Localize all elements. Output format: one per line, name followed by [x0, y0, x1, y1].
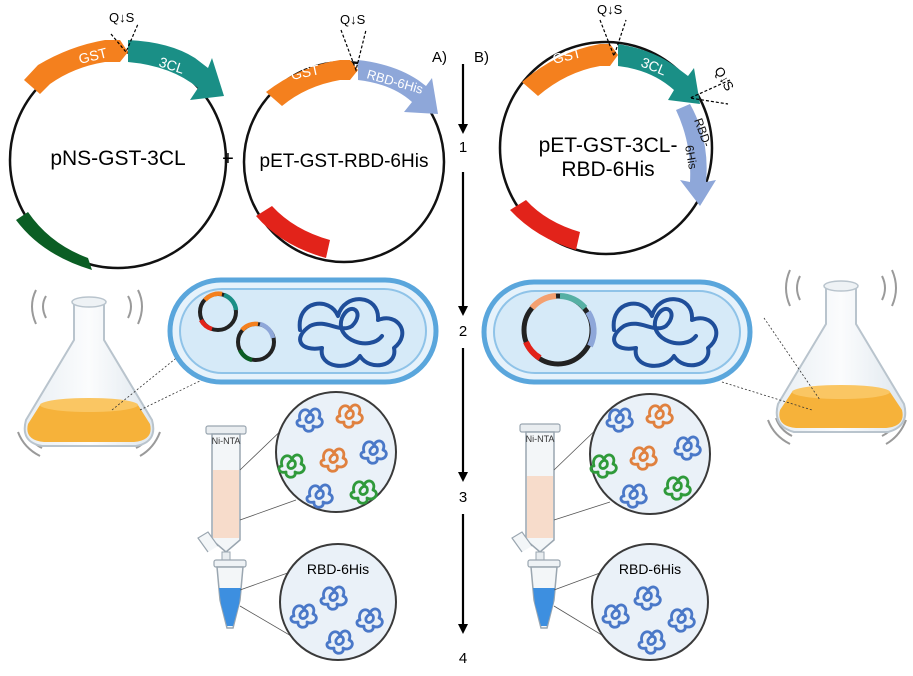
plasmid-pet-gst-rbd-6his: GST RBD-6His Q↓S pET-GST-RBD-6His [242, 12, 446, 264]
shake-motion-lines [785, 269, 897, 307]
mini-plasmid-combined [521, 293, 597, 367]
marker-segment [510, 200, 580, 250]
mini-plasmid-1 [198, 291, 239, 332]
flask-broth-surface [40, 398, 138, 412]
cl3-segment [618, 44, 700, 104]
plasmid-name: pET-GST-RBD-6His [260, 151, 429, 172]
marker-segment [256, 206, 330, 258]
flask-mouth [71, 296, 107, 308]
cleavage-site-label: Q↓S [109, 10, 135, 25]
timeline-arrow-2 [458, 306, 468, 316]
tube-liquid [533, 588, 555, 626]
mini-plasmid-2 [236, 321, 276, 363]
tube-rim [527, 559, 561, 568]
purified-protein-a: RBD-6His [279, 543, 397, 661]
cleavage-site-label-1: Q↓S [597, 2, 623, 17]
marker-segment [16, 212, 92, 270]
cl3-segment [128, 40, 224, 100]
step-label-2: 2 [459, 323, 467, 340]
flask-left [17, 289, 161, 457]
column-cap [205, 425, 247, 435]
column-resin [527, 476, 553, 538]
step-label-4: 4 [459, 650, 467, 667]
tube-lid [197, 531, 219, 553]
purified-protein-b: RBD-6His [591, 543, 709, 661]
step-label-1: 1 [459, 139, 467, 156]
purified-protein-label: RBD-6His [619, 561, 681, 577]
bacterial-cell-b [481, 279, 753, 385]
shake-motion-lines [31, 289, 143, 325]
flask-right [767, 269, 907, 445]
plasmid-pet-gst-3cl-rbd-6his: GST 3CL RBD- 6His Q↓S Q↓S pET-GST-3CL- R… [498, 2, 737, 256]
flask-broth [27, 405, 151, 442]
process-timeline: 1 2 3 4 A) B) [432, 49, 489, 667]
gst-label: GST [551, 44, 583, 67]
rbd-label-line2: 6His [682, 144, 700, 170]
step-label-3: 3 [459, 489, 467, 506]
column-label: Ni-NTA [526, 434, 555, 444]
tube-lid [511, 531, 533, 553]
cleavage-site-label: Q↓S [340, 12, 366, 27]
column-resin [213, 470, 239, 538]
timeline-arrow-1 [458, 124, 468, 134]
plasmid-name: pNS-GST-3CL [50, 147, 185, 170]
cleavage-dash [340, 29, 367, 73]
ni-nta-column-a: Ni-NTA [205, 425, 247, 563]
gst-segment [24, 40, 128, 94]
purified-protein-label: RBD-6His [307, 561, 369, 577]
tube-rim [213, 559, 247, 568]
plus-sign: + [222, 148, 234, 170]
panel-label-a: A) [432, 49, 447, 66]
protein-mixture-b [589, 393, 711, 515]
zoom-line [139, 377, 207, 411]
rbd-segment [676, 104, 716, 206]
eluate-tube-b [511, 531, 561, 629]
cleavage-dash-1 [599, 19, 627, 58]
shake-motion-lines-bottom [767, 417, 907, 445]
ni-nta-column-b: Ni-NTA [519, 423, 561, 563]
timeline-arrow-4 [458, 624, 468, 634]
zoom-line [239, 605, 299, 641]
tube-liquid [219, 588, 241, 626]
column-cap [519, 423, 561, 433]
zoom-line [239, 499, 297, 521]
plasmid-name-line1: pET-GST-3CL- [539, 134, 678, 157]
flask-broth [779, 392, 903, 428]
panel-label-b: B) [474, 49, 489, 66]
cleavage-site-label-2: Q↓S [711, 64, 737, 94]
column-label: Ni-NTA [212, 436, 241, 446]
chromosomal-dna [297, 297, 405, 368]
timeline-arrow-3 [458, 472, 468, 482]
plasmid-pns-gst-3cl: GST 3CL Q↓S pNS-GST-3CL [8, 10, 228, 270]
cleavage-dash [110, 23, 139, 54]
bacterial-cell-a [167, 277, 439, 385]
rbd-segment [358, 60, 438, 114]
gst-label: GST [77, 44, 109, 67]
cl3-label: 3CL [157, 54, 187, 77]
flask-broth-surface [792, 385, 890, 399]
zoom-line [763, 317, 821, 401]
gst-label: GST [289, 61, 321, 83]
plasmid-name-line2: RBD-6His [561, 158, 654, 181]
gst-segment [266, 60, 358, 106]
chromosomal-dna [611, 297, 719, 368]
plasmid-backbone [498, 40, 714, 256]
flask-mouth [823, 280, 859, 292]
protein-mixture-a [275, 391, 397, 513]
eluate-tube-a [197, 531, 247, 629]
zoom-line [553, 501, 611, 521]
gst-segment [522, 44, 618, 96]
